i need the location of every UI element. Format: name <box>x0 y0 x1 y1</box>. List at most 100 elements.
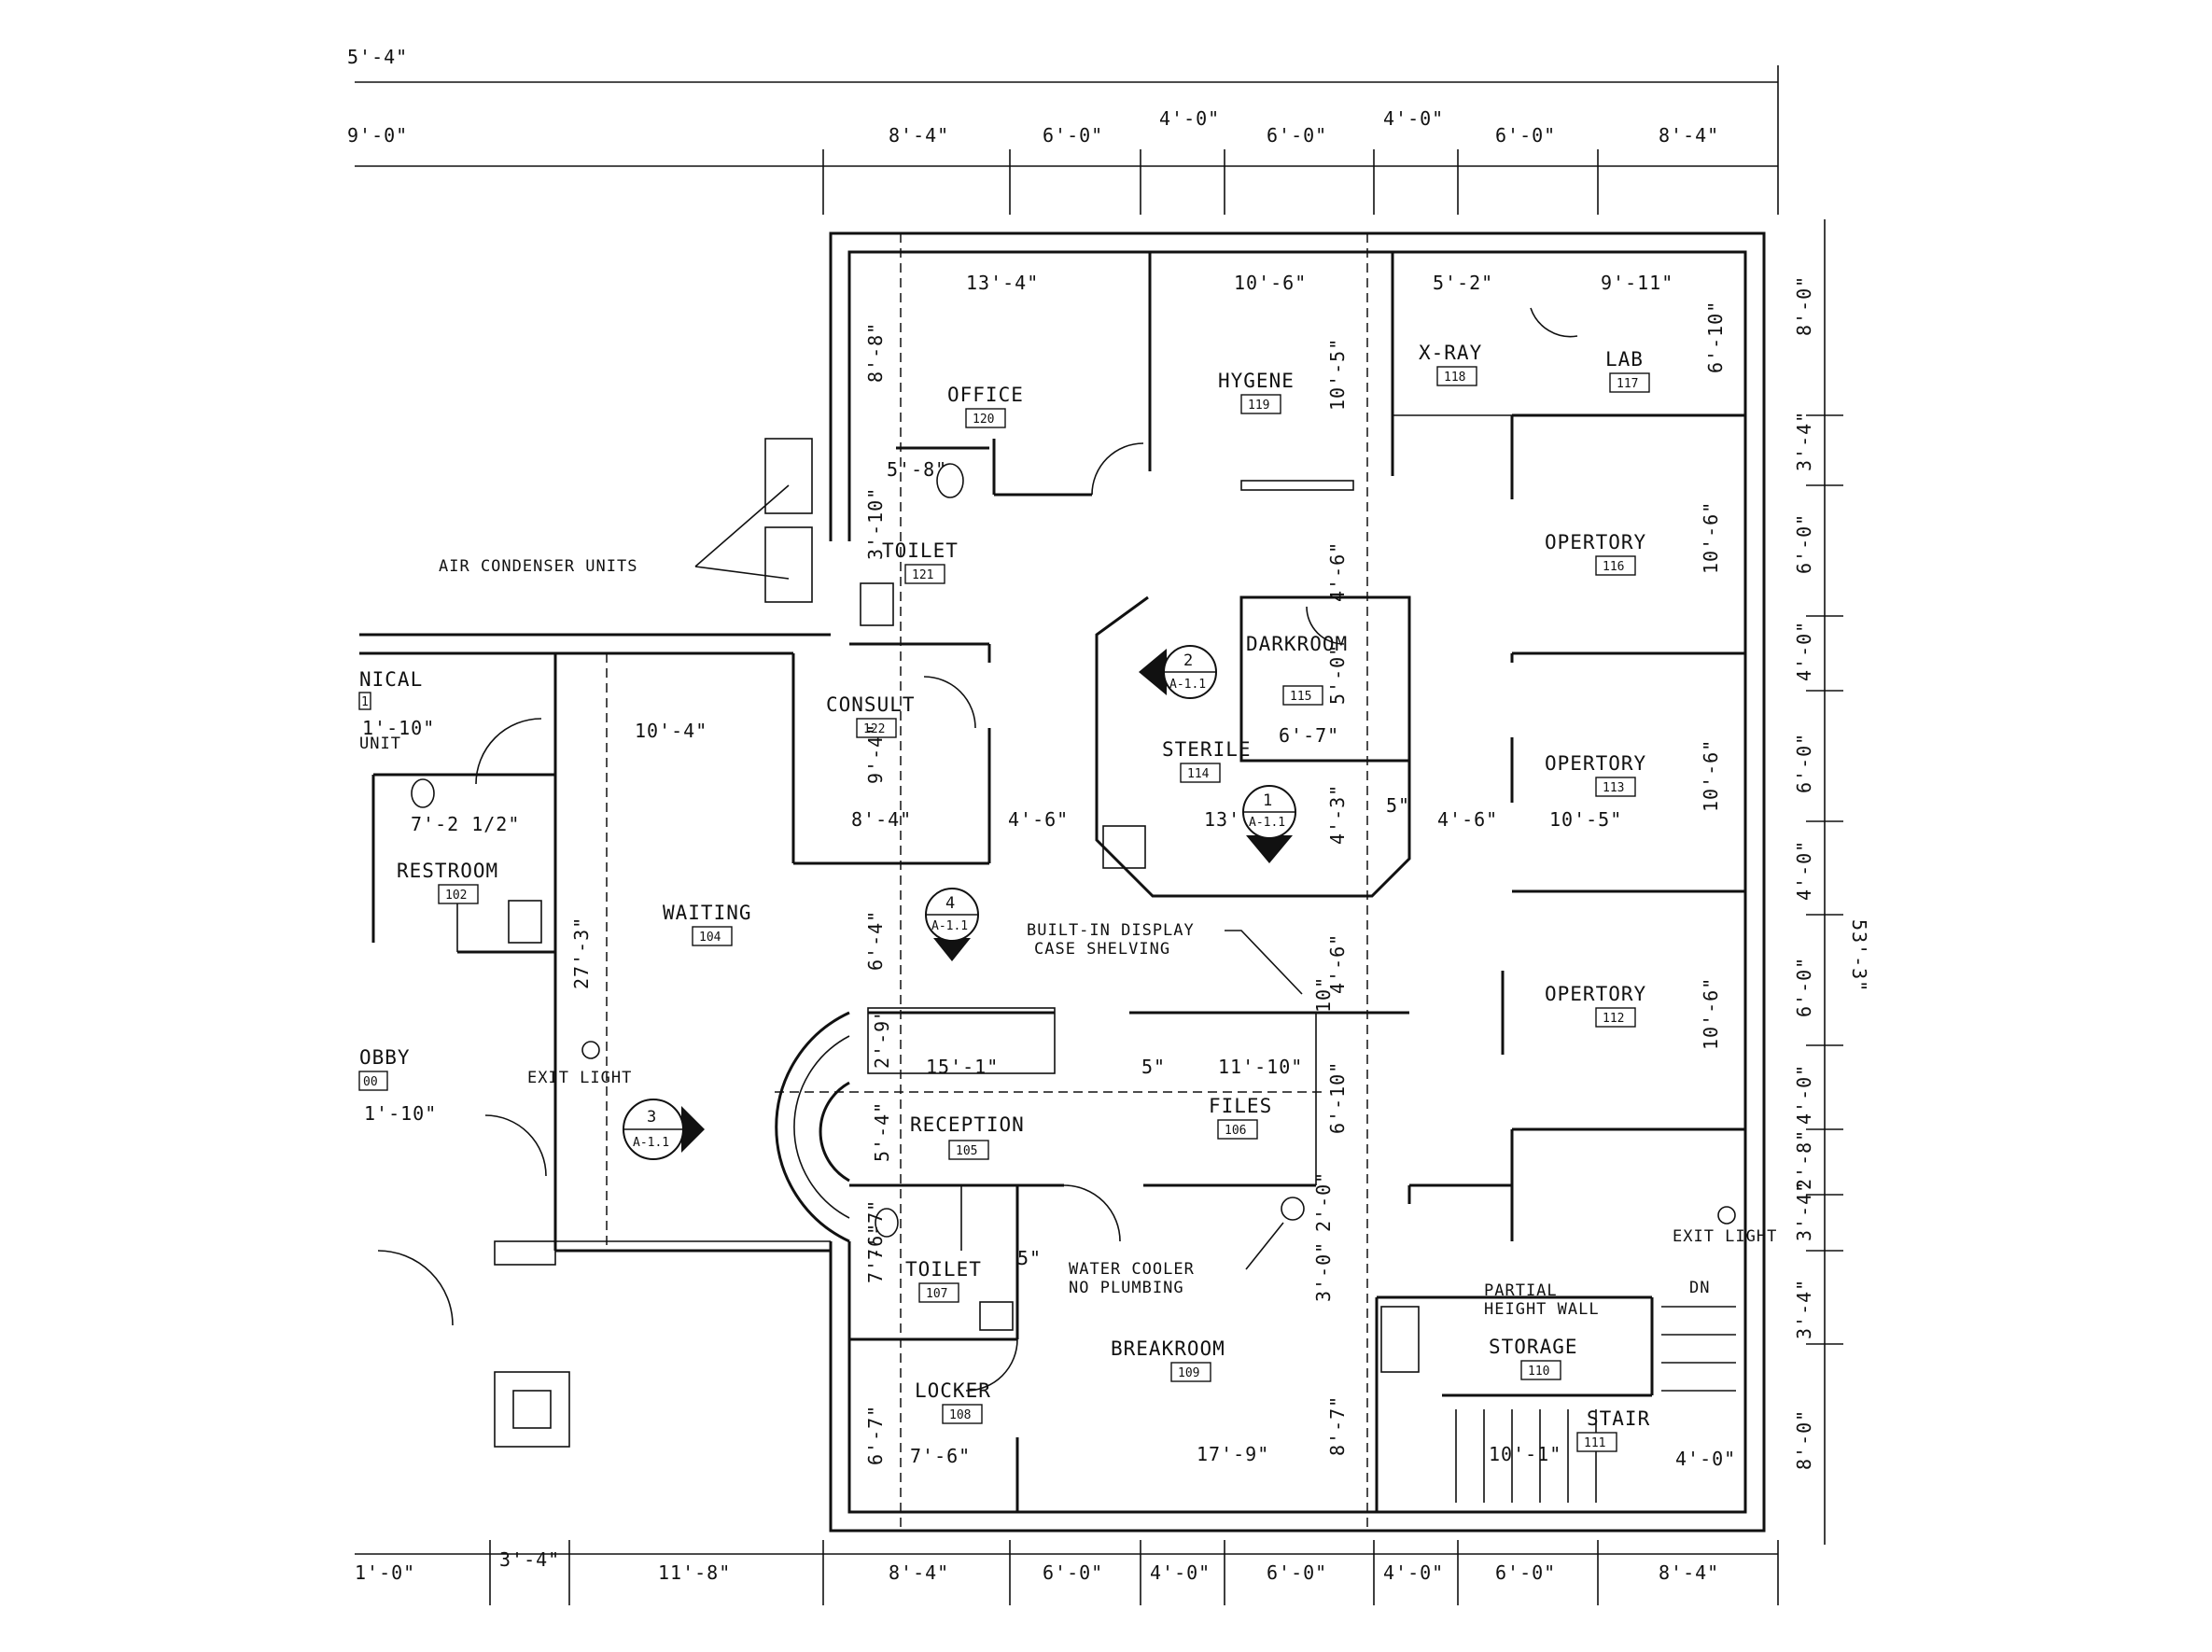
room-mechanical-num: 1 <box>361 695 369 709</box>
bottom-dim-8: 4'-0" <box>1383 1561 1444 1584</box>
room-restroom-num: 102 <box>445 889 467 903</box>
exit-light-right-note: EXIT LIGHT <box>1673 1227 1777 1246</box>
reception-dim-3: 5'-4" <box>871 1101 893 1162</box>
section-marker-2: 2 A-1.1 <box>1139 645 1217 699</box>
overall-right-dim: 53'-3" <box>1848 919 1870 992</box>
top-dim-1: 8'-4" <box>889 124 949 147</box>
sink-107 <box>979 1301 1014 1331</box>
files-width-dim: 11'-10" <box>1218 1056 1303 1078</box>
room-locker-name: LOCKER <box>915 1379 991 1402</box>
air-condenser-note: AIR CONDENSER UNITS <box>439 557 637 576</box>
top-dim-3: 4'-0" <box>1159 107 1220 130</box>
room-mechanical-name: NICAL <box>359 668 423 691</box>
right-dim-1: 8'-0" <box>1793 275 1815 336</box>
room-xray-num: 118 <box>1444 371 1465 385</box>
room-sterile-name: STERILE <box>1162 738 1252 761</box>
annotations: AIR CONDENSER UNITS BUILT-IN DISPLAY CAS… <box>439 484 1777 1319</box>
bottom-dimensions: 1'-0" 3'-4" 11'-8" 8'-4" 6'-0" 4'-0" 6'-… <box>355 1540 1779 1605</box>
dim-5-b: 5" <box>1386 794 1410 817</box>
dim-5-0: 5'-0" <box>1326 644 1349 705</box>
room-office-name: OFFICE <box>947 384 1024 406</box>
right-dim-7: 6'-0" <box>1793 957 1815 1017</box>
section-marker-1: 1 A-1.1 <box>1242 785 1296 863</box>
toilet-fixture-121 <box>936 463 964 498</box>
top-dim-6: 6'-0" <box>1495 124 1556 147</box>
office-depth-dim: 8'-8" <box>864 322 887 383</box>
lab-depth-dim: 6'-10" <box>1704 301 1727 373</box>
sterile-depth-dim: 4'-3" <box>1326 784 1349 845</box>
exterior-walls <box>359 231 1766 1533</box>
waiting-width-dim: 10'-4" <box>635 720 707 742</box>
restroom-dim: 7'-2 1/2" <box>411 813 520 835</box>
hygiene-width-dim: 10'-6" <box>1234 272 1307 294</box>
room-labels: OFFICE 120 13'-4" 8'-8" HYGENE 119 10'-6… <box>358 272 1736 1470</box>
right-dim-4: 4'-0" <box>1793 621 1815 681</box>
room-consult-name: CONSULT <box>826 693 916 716</box>
bottom-dim-1: 1'-0" <box>355 1561 415 1584</box>
room-storage-name: STORAGE <box>1489 1336 1578 1358</box>
case-shelving-note: CASE SHELVING <box>1034 940 1170 959</box>
room-darkroom-num: 115 <box>1290 690 1311 704</box>
bottom-dim-5: 6'-0" <box>1043 1561 1103 1584</box>
stair-down-label: DN <box>1689 1279 1710 1297</box>
room-breakroom-name: BREAKROOM <box>1111 1337 1225 1360</box>
dim-4-6-a: 4'-6" <box>1008 808 1069 831</box>
stair-dim: 4'-0" <box>1675 1448 1736 1470</box>
opertory116-dim: 10'-6" <box>1700 501 1722 574</box>
water-cooler-note: WATER COOLER <box>1069 1260 1195 1279</box>
bottom-dim-6: 4'-0" <box>1150 1561 1211 1584</box>
right-dim-2: 3'-4" <box>1793 411 1815 471</box>
breakroom-depth-dim: 8'-7" <box>1326 1395 1349 1456</box>
section-3-sheet: A-1.1 <box>633 1136 669 1150</box>
room-toilet107-name: TOILET <box>905 1258 982 1281</box>
consult-depth-dim: 9'-4" <box>864 723 887 784</box>
room-stair-num: 111 <box>1584 1436 1605 1450</box>
bottom-dim-2: 3'-4" <box>499 1548 560 1571</box>
dim-6-4: 6'-4" <box>864 910 887 971</box>
sink-102 <box>508 900 542 944</box>
section-3-num: 3 <box>647 1108 657 1127</box>
right-dim-10: 3'-4" <box>1793 1181 1815 1241</box>
room-stair-name: STAIR <box>1587 1407 1650 1430</box>
opertory113-depth-dim: 10'-6" <box>1700 739 1722 812</box>
right-dim-8: 4'-0" <box>1793 1064 1815 1125</box>
toilet121-dim: 5'-8" <box>887 458 947 481</box>
room-waiting-name: WAITING <box>663 902 752 924</box>
top-dim-5: 4'-0" <box>1383 107 1444 130</box>
right-dim-11: 3'-4" <box>1793 1279 1815 1339</box>
exit-light-right-icon <box>1717 1206 1736 1225</box>
reception-dim-2: 2'-9" <box>871 1008 893 1069</box>
room-toilet121-name: TOILET <box>882 539 959 562</box>
dim-3-0: 3'-0" <box>1312 1241 1335 1302</box>
right-dim-6: 4'-0" <box>1793 840 1815 901</box>
opertory113-width-dim: 10'-5" <box>1549 808 1622 831</box>
room-consult-num: 122 <box>863 722 885 736</box>
section-2-sheet: A-1.1 <box>1169 678 1206 692</box>
dim-4-6-d: 4'-6" <box>1326 933 1349 994</box>
right-dim-5: 6'-0" <box>1793 733 1815 793</box>
room-hygiene-name: HYGENE <box>1218 370 1295 392</box>
partial-wall-note-2: HEIGHT WALL <box>1484 1300 1600 1319</box>
room-xray-name: X-RAY <box>1419 342 1482 364</box>
room-locker-num: 108 <box>949 1408 971 1422</box>
bottom-dim-4: 8'-4" <box>889 1561 949 1584</box>
room-breakroom-num: 109 <box>1178 1366 1199 1380</box>
breakroom-width-dim: 17'-9" <box>1197 1443 1269 1465</box>
dim-4-6-b: 4'-6" <box>1437 808 1498 831</box>
mechanical-dim: 1'-10" <box>362 717 435 739</box>
room-opertory113-num: 113 <box>1603 781 1624 795</box>
waiting-depth-dim: 27'-3" <box>570 917 593 989</box>
opertory112-dim: 10'-6" <box>1700 977 1722 1050</box>
room-reception-num: 105 <box>956 1144 977 1158</box>
section-2-num: 2 <box>1183 651 1194 670</box>
top-dim-2: 6'-0" <box>1043 124 1103 147</box>
dim-5-a: 5" <box>1141 1056 1166 1078</box>
builtin-display-note: BUILT-IN DISPLAY <box>1027 921 1195 940</box>
room-lobby-name: OBBY <box>359 1046 411 1069</box>
bottom-dim-10: 8'-4" <box>1659 1561 1719 1584</box>
right-dim-3: 6'-0" <box>1793 513 1815 574</box>
room-opertory116-num: 116 <box>1603 560 1624 574</box>
room-restroom-name: RESTROOM <box>397 860 498 882</box>
dim-10: 10" <box>1312 976 1335 1013</box>
room-lobby-num: 00 <box>363 1075 378 1089</box>
